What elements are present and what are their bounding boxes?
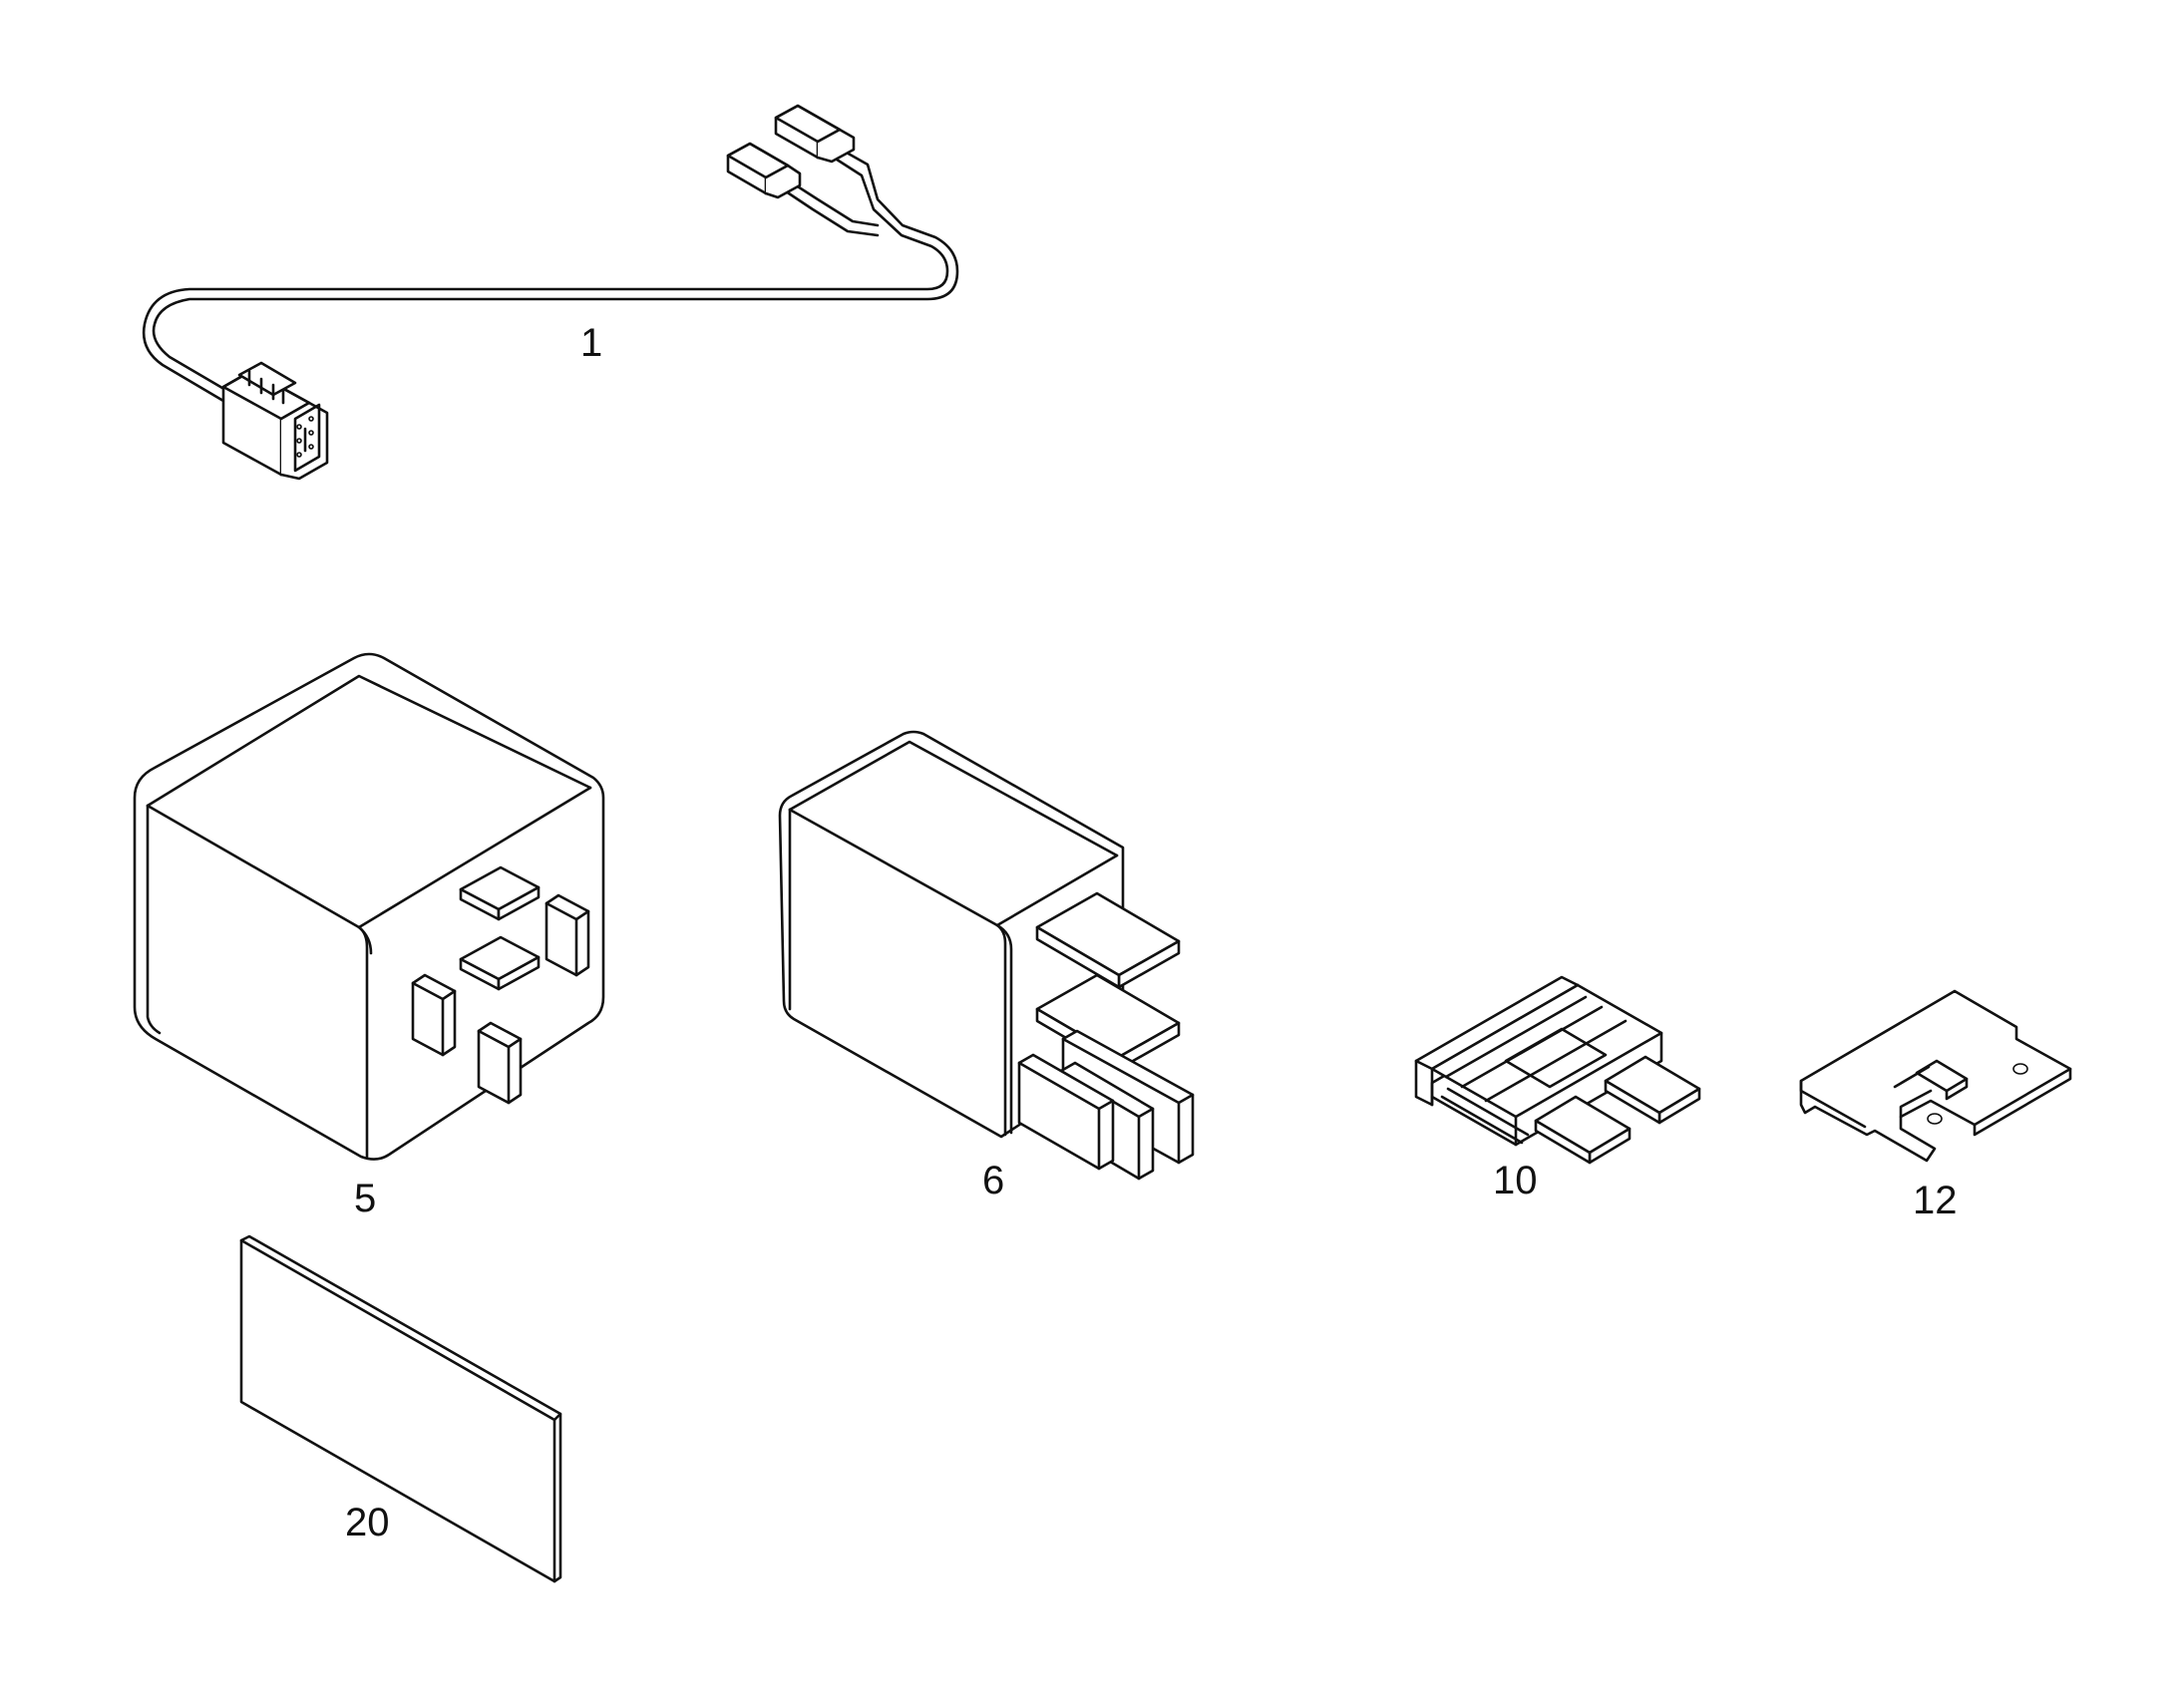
wire-harness-icon [142,104,959,481]
relay-terminal [459,935,541,991]
part-label-12: 12 [1913,1179,1958,1222]
relay-mini-icon [778,730,1195,1181]
part-label-6: 6 [982,1159,1005,1202]
relay-terminal [545,893,590,977]
relay-terminal [477,1021,523,1105]
relay-terminal [459,865,541,921]
relay-5-pin-icon [133,652,605,1161]
part-label-10: 10 [1493,1159,1538,1202]
fuse-blade [1534,1095,1632,1165]
blade-fuse-icon [1414,975,1701,1165]
relay-terminal [1017,1053,1115,1171]
label-sticker-icon [239,1234,562,1583]
part-label-1: 1 [580,321,603,365]
relay-terminal [1035,891,1181,989]
part-label-5: 5 [354,1177,377,1220]
fuse-blade [1604,1055,1701,1125]
bridge-plate-icon [1799,989,2072,1163]
relay-terminal [411,973,457,1057]
part-label-20: 20 [345,1501,390,1544]
